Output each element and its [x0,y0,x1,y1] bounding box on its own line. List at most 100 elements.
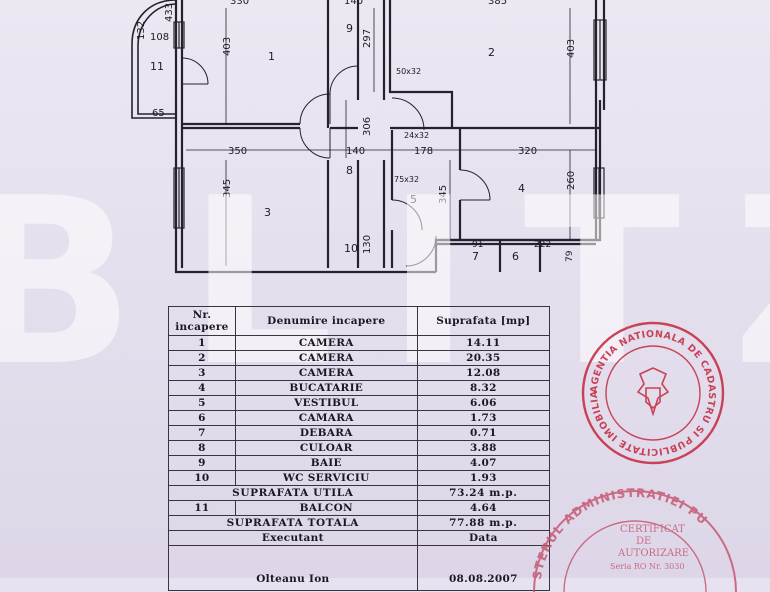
cell-nr: 1 [168,335,236,351]
dim-79: 79 [565,250,575,262]
balcony-name: BALCON [234,500,418,516]
cell-name: CAMERA [234,365,418,381]
dim-50x32: 50x32 [396,67,421,76]
stamp-admin-line4: Seria RO Nr. 3030 [610,562,684,571]
dim-385: 385 [488,0,507,7]
cell-area: 4.07 [416,455,551,471]
total-area-value: 77.88 m.p. [416,515,551,531]
cell-area: 6.06 [416,395,551,411]
dim-433: 433 [164,3,175,22]
executant-row: Olteanu Ion 08.08.2007 [168,545,551,591]
stamp-admin-line3: AUTORIZARE [617,548,689,559]
area-table: Nr. incapere Denumire incapere Suprafata… [168,306,551,591]
dim-297: 297 [362,29,373,48]
useful-area-value: 73.24 m.p. [416,485,551,501]
executant-header-row: Executant Data [168,530,551,546]
cell-name: CAMERA [234,350,418,366]
dim-306: 306 [362,117,373,136]
dim-130: 130 [362,235,373,254]
cell-nr: 2 [168,350,236,366]
cell-name: BUCATARIE [234,380,418,396]
table-header-row: Nr. incapere Denumire incapere Suprafata… [168,306,551,336]
useful-area-label: SUPRAFATA UTILA [168,485,418,501]
dim-330: 330 [230,0,249,7]
cell-name: CAMERA [234,335,418,351]
coat-of-arms-icon [636,367,670,417]
header-name: Denumire incapere [234,306,418,336]
balcony-row: 11 BALCON 4.64 [168,500,551,516]
total-area-label: SUPRAFATA TOTALA [168,515,418,531]
cell-nr: 8 [168,440,236,456]
floor-plan: 330 140 385 433 108 132 65 403 297 403 5… [131,0,607,274]
total-area-row: SUPRAFATA TOTALA 77.88 m.p. [168,515,551,531]
dim-132: 132 [136,21,147,40]
cell-name: VESTIBUL [234,395,418,411]
dim-350: 350 [228,146,247,157]
cell-nr: 6 [168,410,236,426]
dim-320: 320 [518,146,537,157]
cell-name: WC SERVICIU [234,470,418,486]
dim-108: 108 [150,32,169,43]
dim-345-left: 345 [222,179,233,198]
cell-area: 8.32 [416,380,551,396]
room-label-6: 6 [512,250,519,263]
dim-345-right: 345 [438,185,449,204]
dim-178: 178 [414,146,433,157]
room-label-7: 7 [472,250,479,263]
cell-nr: 10 [168,470,236,486]
dim-65: 65 [152,108,165,119]
room-label-5: 5 [410,193,417,206]
cell-name: BAIE [234,455,418,471]
header-area: Suprafata [mp] [416,306,551,336]
cell-area: 1.73 [416,410,551,426]
room-label-8: 8 [346,164,353,177]
dim-91: 91 [472,240,483,250]
header-nr: Nr. incapere [168,306,236,336]
executant-label: Executant [168,530,418,546]
cell-nr: 7 [168,425,236,441]
cell-nr: 5 [168,395,236,411]
room-label-11: 11 [150,60,164,73]
cell-area: 20.35 [416,350,551,366]
room-label-1: 1 [268,50,275,63]
authorization-stamp: STERUL ADMINISTRATIEI PU CERTIFICAT DE A… [530,486,737,592]
room-label-10: 10 [344,242,358,255]
cell-name: DEBARA [234,425,418,441]
stamp-admin-line2: DE [636,536,651,547]
balcony-nr: 11 [168,500,236,516]
dim-140-mid: 140 [346,146,365,157]
dim-260: 260 [566,171,577,190]
dim-403-right: 403 [566,39,577,58]
cell-name: CAMARA [234,410,418,426]
dim-222: 222 [534,240,551,250]
room-label-2: 2 [488,46,495,59]
cadastre-stamp: AGENTIA NATIONALA DE CADASTRU SI PUBLICI… [578,318,725,465]
cell-nr: 9 [168,455,236,471]
cell-name: CULOAR [234,440,418,456]
room-label-3: 3 [264,206,271,219]
useful-area-row: SUPRAFATA UTILA 73.24 m.p. [168,485,551,501]
cell-nr: 3 [168,365,236,381]
cell-area: 14.11 [416,335,551,351]
dim-24x32: 24x32 [404,131,429,140]
dim-140-top: 140 [344,0,363,7]
executant-name: Olteanu Ion [168,545,418,591]
cell-area: 3.88 [416,440,551,456]
cell-nr: 4 [168,380,236,396]
room-label-9: 9 [346,22,353,35]
cell-area: 0.71 [416,425,551,441]
dim-403-left: 403 [222,37,233,56]
stamp-admin-line1: CERTIFICAT [620,524,685,535]
room-label-4: 4 [518,182,525,195]
cell-area: 12.08 [416,365,551,381]
dim-75x32: 75x32 [394,175,419,184]
